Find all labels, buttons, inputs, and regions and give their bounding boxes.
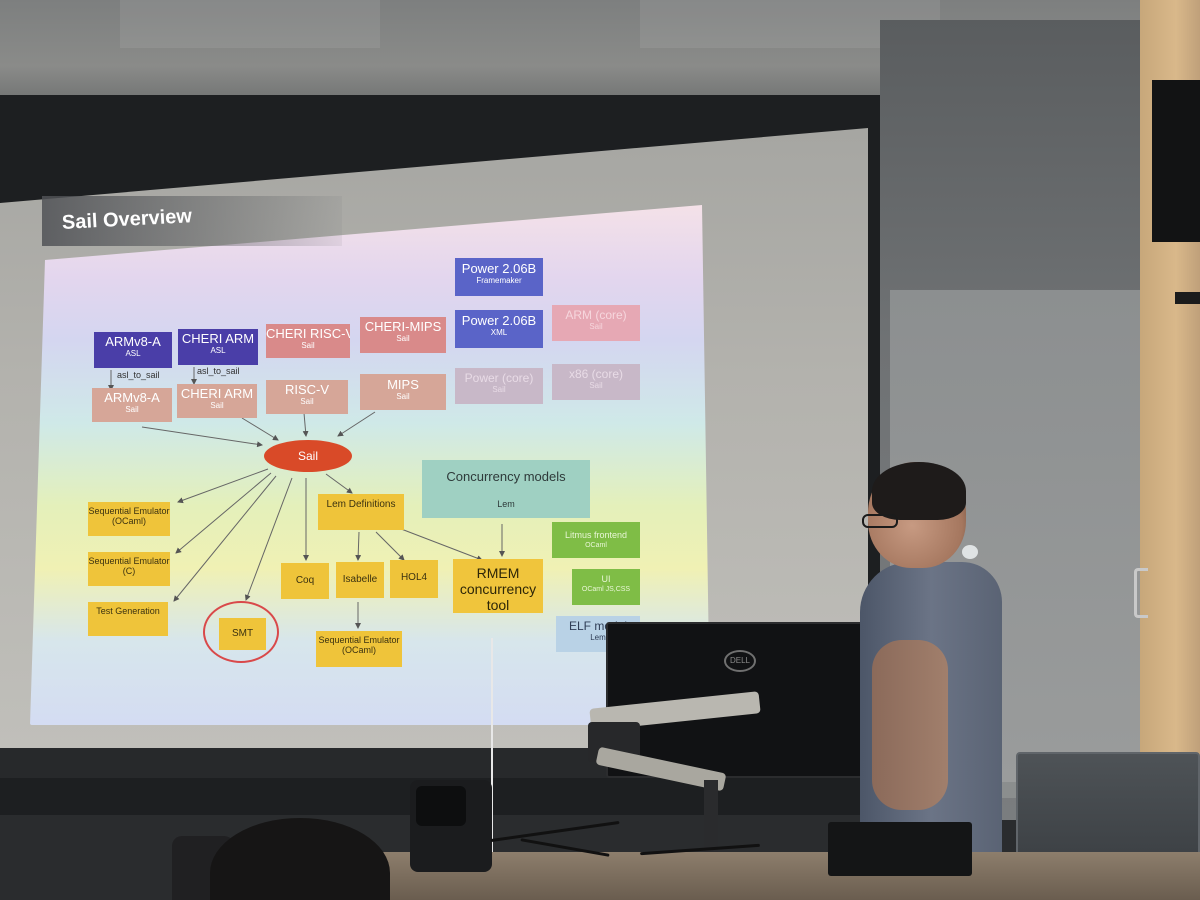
- node-power-core: Power (core) Sail: [455, 368, 543, 404]
- node-label: Power 2.06B: [461, 313, 537, 328]
- node-label: RISC-V: [284, 382, 330, 397]
- node-label: ARMv8-A: [105, 334, 161, 349]
- node-sublabel: Sail: [396, 334, 410, 344]
- wall-light: [962, 545, 978, 559]
- lectern-desk: [360, 852, 1200, 900]
- node-sublabel: Lem: [497, 499, 515, 510]
- node-cheri-arm-asl: CHERI ARM ASL: [178, 329, 258, 365]
- node-label: CHERI-MIPS: [364, 319, 442, 334]
- speaker-mount: [1175, 292, 1200, 304]
- glasses-icon: [862, 514, 898, 528]
- node-label: CHERI RISC-V: [266, 326, 350, 341]
- node-sublabel: Lem: [590, 633, 606, 643]
- node-label: ARM (core): [565, 308, 627, 322]
- node-label: MIPS: [387, 377, 419, 392]
- presenter-arm: [872, 640, 948, 810]
- node-sublabel: Sail: [301, 341, 315, 351]
- presenter-hair: [872, 462, 966, 520]
- node-label: Litmus frontend: [564, 530, 628, 540]
- node-sublabel: ASL: [125, 349, 141, 359]
- audience-head: [210, 818, 390, 900]
- node-label: CHERI ARM: [180, 386, 254, 401]
- translator-label: asl_to_sail: [117, 370, 160, 380]
- node-sublabel: Sail: [300, 397, 314, 407]
- node-label: CHERI ARM: [181, 331, 255, 346]
- node-coq: Coq: [281, 563, 329, 599]
- node-riscv-sail: RISC-V Sail: [266, 380, 348, 414]
- node-sublabel: Sail: [396, 392, 410, 402]
- translator-label: asl_to_sail: [197, 366, 240, 376]
- node-hol4: HOL4: [390, 560, 438, 598]
- node-sublabel: OCaml: [585, 541, 607, 549]
- microphone-pole: [491, 638, 493, 860]
- door-handle: [1134, 568, 1148, 618]
- ceiling-light-panel: [120, 0, 380, 48]
- node-arm-core: ARM (core) Sail: [552, 305, 640, 341]
- node-cheri-riscv: CHERI RISC-V Sail: [266, 324, 350, 358]
- node-ui: UI OCaml JS,CSS: [572, 569, 640, 605]
- node-label: Concurrency models: [446, 469, 566, 484]
- node-label: x86 (core): [568, 367, 624, 381]
- node-label: ARMv8-A: [104, 390, 160, 405]
- laptop: [1016, 752, 1200, 866]
- node-label: Power 2.06B: [461, 261, 537, 276]
- node-x86-core: x86 (core) Sail: [552, 364, 640, 400]
- node-sublabel: OCaml JS,CSS: [581, 585, 631, 593]
- node-rmem: RMEM concurrency tool: [453, 559, 543, 613]
- node-seq-emulator-ocaml-2: Sequential Emulator (OCaml): [316, 631, 402, 667]
- node-mips-sail: MIPS Sail: [360, 374, 446, 410]
- node-power-xml: Power 2.06B XML: [455, 310, 543, 348]
- node-isabelle: Isabelle: [336, 562, 384, 598]
- node-sail-hub: Sail: [264, 440, 352, 472]
- monitor-post: [704, 780, 718, 860]
- node-label: UI: [601, 574, 611, 584]
- node-test-generation: Test Generation: [88, 602, 168, 636]
- node-armv8a-sail: ARMv8-A Sail: [92, 388, 172, 422]
- node-sublabel: XML: [490, 328, 508, 338]
- wall-speaker: [1152, 80, 1200, 242]
- node-sublabel: Sail: [210, 401, 224, 411]
- monitor-logo: DELL: [724, 650, 756, 672]
- node-cheri-mips: CHERI-MIPS Sail: [360, 317, 446, 353]
- camera-lens-icon: [416, 786, 466, 826]
- node-label: Power (core): [464, 371, 534, 385]
- node-sublabel: Sail: [589, 381, 603, 391]
- cable: [490, 820, 620, 843]
- highlight-circle: [203, 601, 279, 663]
- node-sublabel: Sail: [125, 405, 139, 415]
- node-lem-definitions: Lem Definitions: [318, 494, 404, 530]
- node-sublabel: Sail: [589, 322, 603, 332]
- node-sublabel: Sail: [492, 385, 506, 395]
- node-sublabel: Framemaker: [476, 276, 522, 286]
- node-litmus-frontend: Litmus frontend OCaml: [552, 522, 640, 558]
- node-cheri-arm-sail: CHERI ARM Sail: [177, 384, 257, 418]
- node-power-framemaker: Power 2.06B Framemaker: [455, 258, 543, 296]
- node-seq-emulator-ocaml: Sequential Emulator (OCaml): [88, 502, 170, 536]
- node-seq-emulator-c: Sequential Emulator (C): [88, 552, 170, 586]
- slide-title-bar: [42, 196, 342, 246]
- node-concurrency-models: Concurrency models Lem: [422, 460, 590, 518]
- node-sublabel: ASL: [210, 346, 226, 356]
- node-armv8a-asl: ARMv8-A ASL: [94, 332, 172, 368]
- av-box: [828, 822, 972, 876]
